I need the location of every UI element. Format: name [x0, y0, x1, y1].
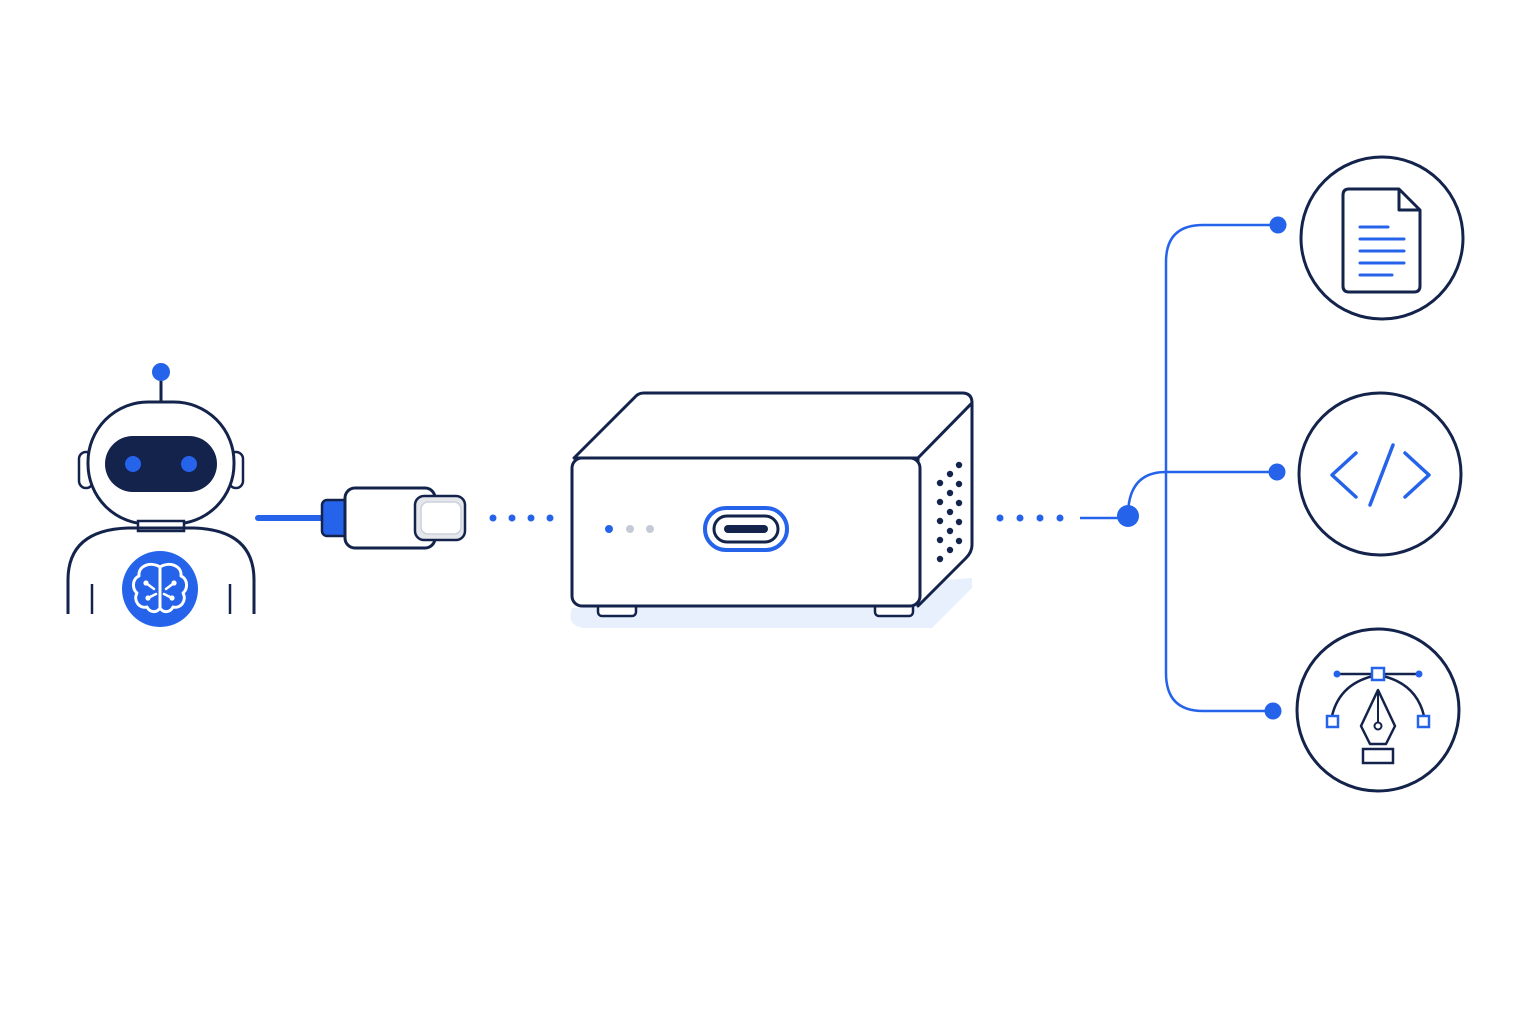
link-dots-left [489, 514, 554, 522]
brain-icon [122, 551, 198, 627]
document-icon [1341, 187, 1422, 294]
document-resource [1299, 155, 1465, 321]
hub-device [570, 391, 974, 628]
code-icon [1330, 443, 1431, 507]
pen-tool-icon [1325, 666, 1431, 765]
code-resource [1297, 391, 1463, 557]
branch-connectors [1080, 216, 1287, 720]
design-resource [1295, 627, 1461, 793]
robot-icon [66, 363, 256, 627]
usb-c-port-icon [703, 506, 789, 552]
usb-c-plug-icon [255, 486, 467, 550]
link-dots-right [996, 514, 1064, 522]
vent-grid [936, 461, 963, 563]
